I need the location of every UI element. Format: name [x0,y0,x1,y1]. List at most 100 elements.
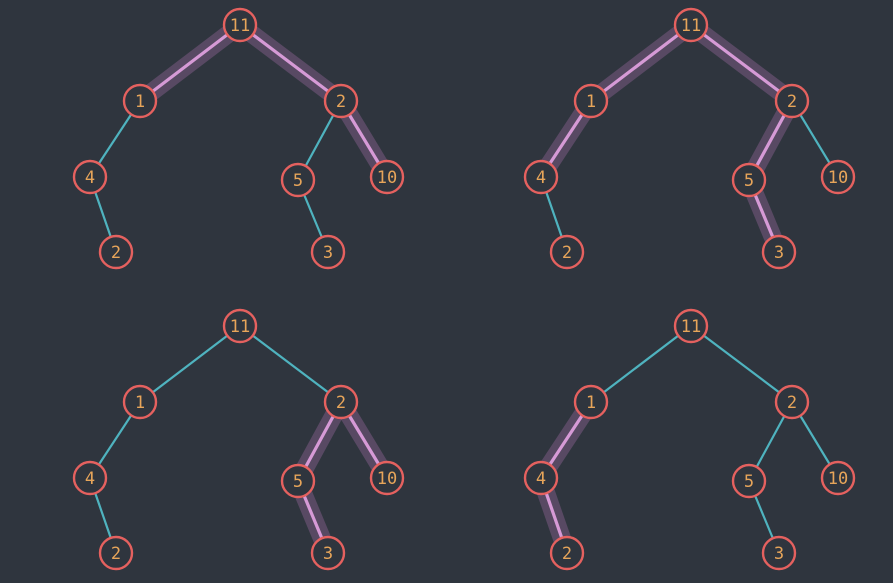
node-circle [774,83,810,119]
node-label: 2 [562,544,572,564]
highlighted-edge [589,23,693,103]
node-label: 11 [230,317,250,337]
node-label: 2 [787,92,797,112]
node-label: 4 [536,469,546,489]
tree-node: 11 [673,308,709,344]
node-circle [222,308,258,344]
node-label: 4 [85,469,95,489]
tree-node: 5 [280,162,316,198]
node-circle [369,159,405,195]
node-circle [673,7,709,43]
node-circle [774,384,810,420]
highlighted-edge [238,23,343,103]
tree-edge [589,324,693,404]
highlight-glow-layer [131,16,801,562]
node-circle [820,460,856,496]
tree-node: 1 [573,384,609,420]
node-label: 3 [774,243,784,263]
tree-node: 11 [222,7,258,43]
tree-node: 10 [820,159,856,195]
node-label: 1 [135,393,145,413]
node-label: 2 [336,393,346,413]
node-circle [731,463,767,499]
tree-edge [238,324,343,404]
node-circle [280,162,316,198]
node-label: 11 [681,16,701,36]
highlighted-edge [689,23,794,103]
node-label: 1 [586,92,596,112]
tree-node: 10 [369,460,405,496]
tree-node: 2 [98,234,134,270]
tree-node: 1 [573,83,609,119]
node-label: 1 [135,92,145,112]
node-circle [761,535,797,571]
tree-node: 5 [731,162,767,198]
node-circle [122,384,158,420]
node-circle [122,83,158,119]
tree-node: 10 [369,159,405,195]
tree-node: 4 [72,460,108,496]
tree-node: 3 [761,535,797,571]
edge-layer [88,23,840,555]
tree-node: 5 [280,463,316,499]
tree-node: 2 [549,535,585,571]
node-circle [369,460,405,496]
tree-node: 5 [731,463,767,499]
tree-node: 4 [523,159,559,195]
node-label: 11 [230,16,250,36]
node-circle [731,162,767,198]
node-circle [761,234,797,270]
node-circle [72,159,108,195]
tree-node: 2 [774,384,810,420]
node-label: 1 [586,393,596,413]
node-circle [280,463,316,499]
node-circle [573,384,609,420]
tree-node: 3 [310,535,346,571]
node-circle [323,384,359,420]
node-circle [549,535,585,571]
node-label: 2 [787,393,797,413]
node-circle [222,7,258,43]
node-label: 2 [111,243,121,263]
node-label: 10 [377,168,397,188]
tree-node: 2 [774,83,810,119]
node-label: 10 [377,469,397,489]
node-circle [549,234,585,270]
node-label: 2 [111,544,121,564]
node-label: 4 [536,168,546,188]
tree-node: 1 [122,384,158,420]
node-label: 3 [323,544,333,564]
node-label: 3 [774,544,784,564]
node-circle [72,460,108,496]
node-label: 3 [323,243,333,263]
node-circle [310,535,346,571]
node-circle [673,308,709,344]
node-label: 2 [562,243,572,263]
tree-node: 4 [523,460,559,496]
node-circle [523,460,559,496]
tree-node: 10 [820,460,856,496]
tree-node: 3 [310,234,346,270]
tree-edge [138,324,242,404]
node-circle [98,234,134,270]
node-label: 5 [744,472,754,492]
node-label: 4 [85,168,95,188]
node-label: 5 [293,171,303,191]
node-circle [820,159,856,195]
tree-node: 1 [122,83,158,119]
tree-node: 4 [72,159,108,195]
tree-node: 2 [98,535,134,571]
node-circle [310,234,346,270]
tree-edge [689,324,794,404]
tree-node: 2 [549,234,585,270]
node-label: 11 [681,317,701,337]
node-circle [523,159,559,195]
node-label: 5 [293,472,303,492]
node-circle [98,535,134,571]
tree-node: 2 [323,384,359,420]
highlighted-edge [138,23,242,103]
node-circle [573,83,609,119]
node-label: 5 [744,171,754,191]
